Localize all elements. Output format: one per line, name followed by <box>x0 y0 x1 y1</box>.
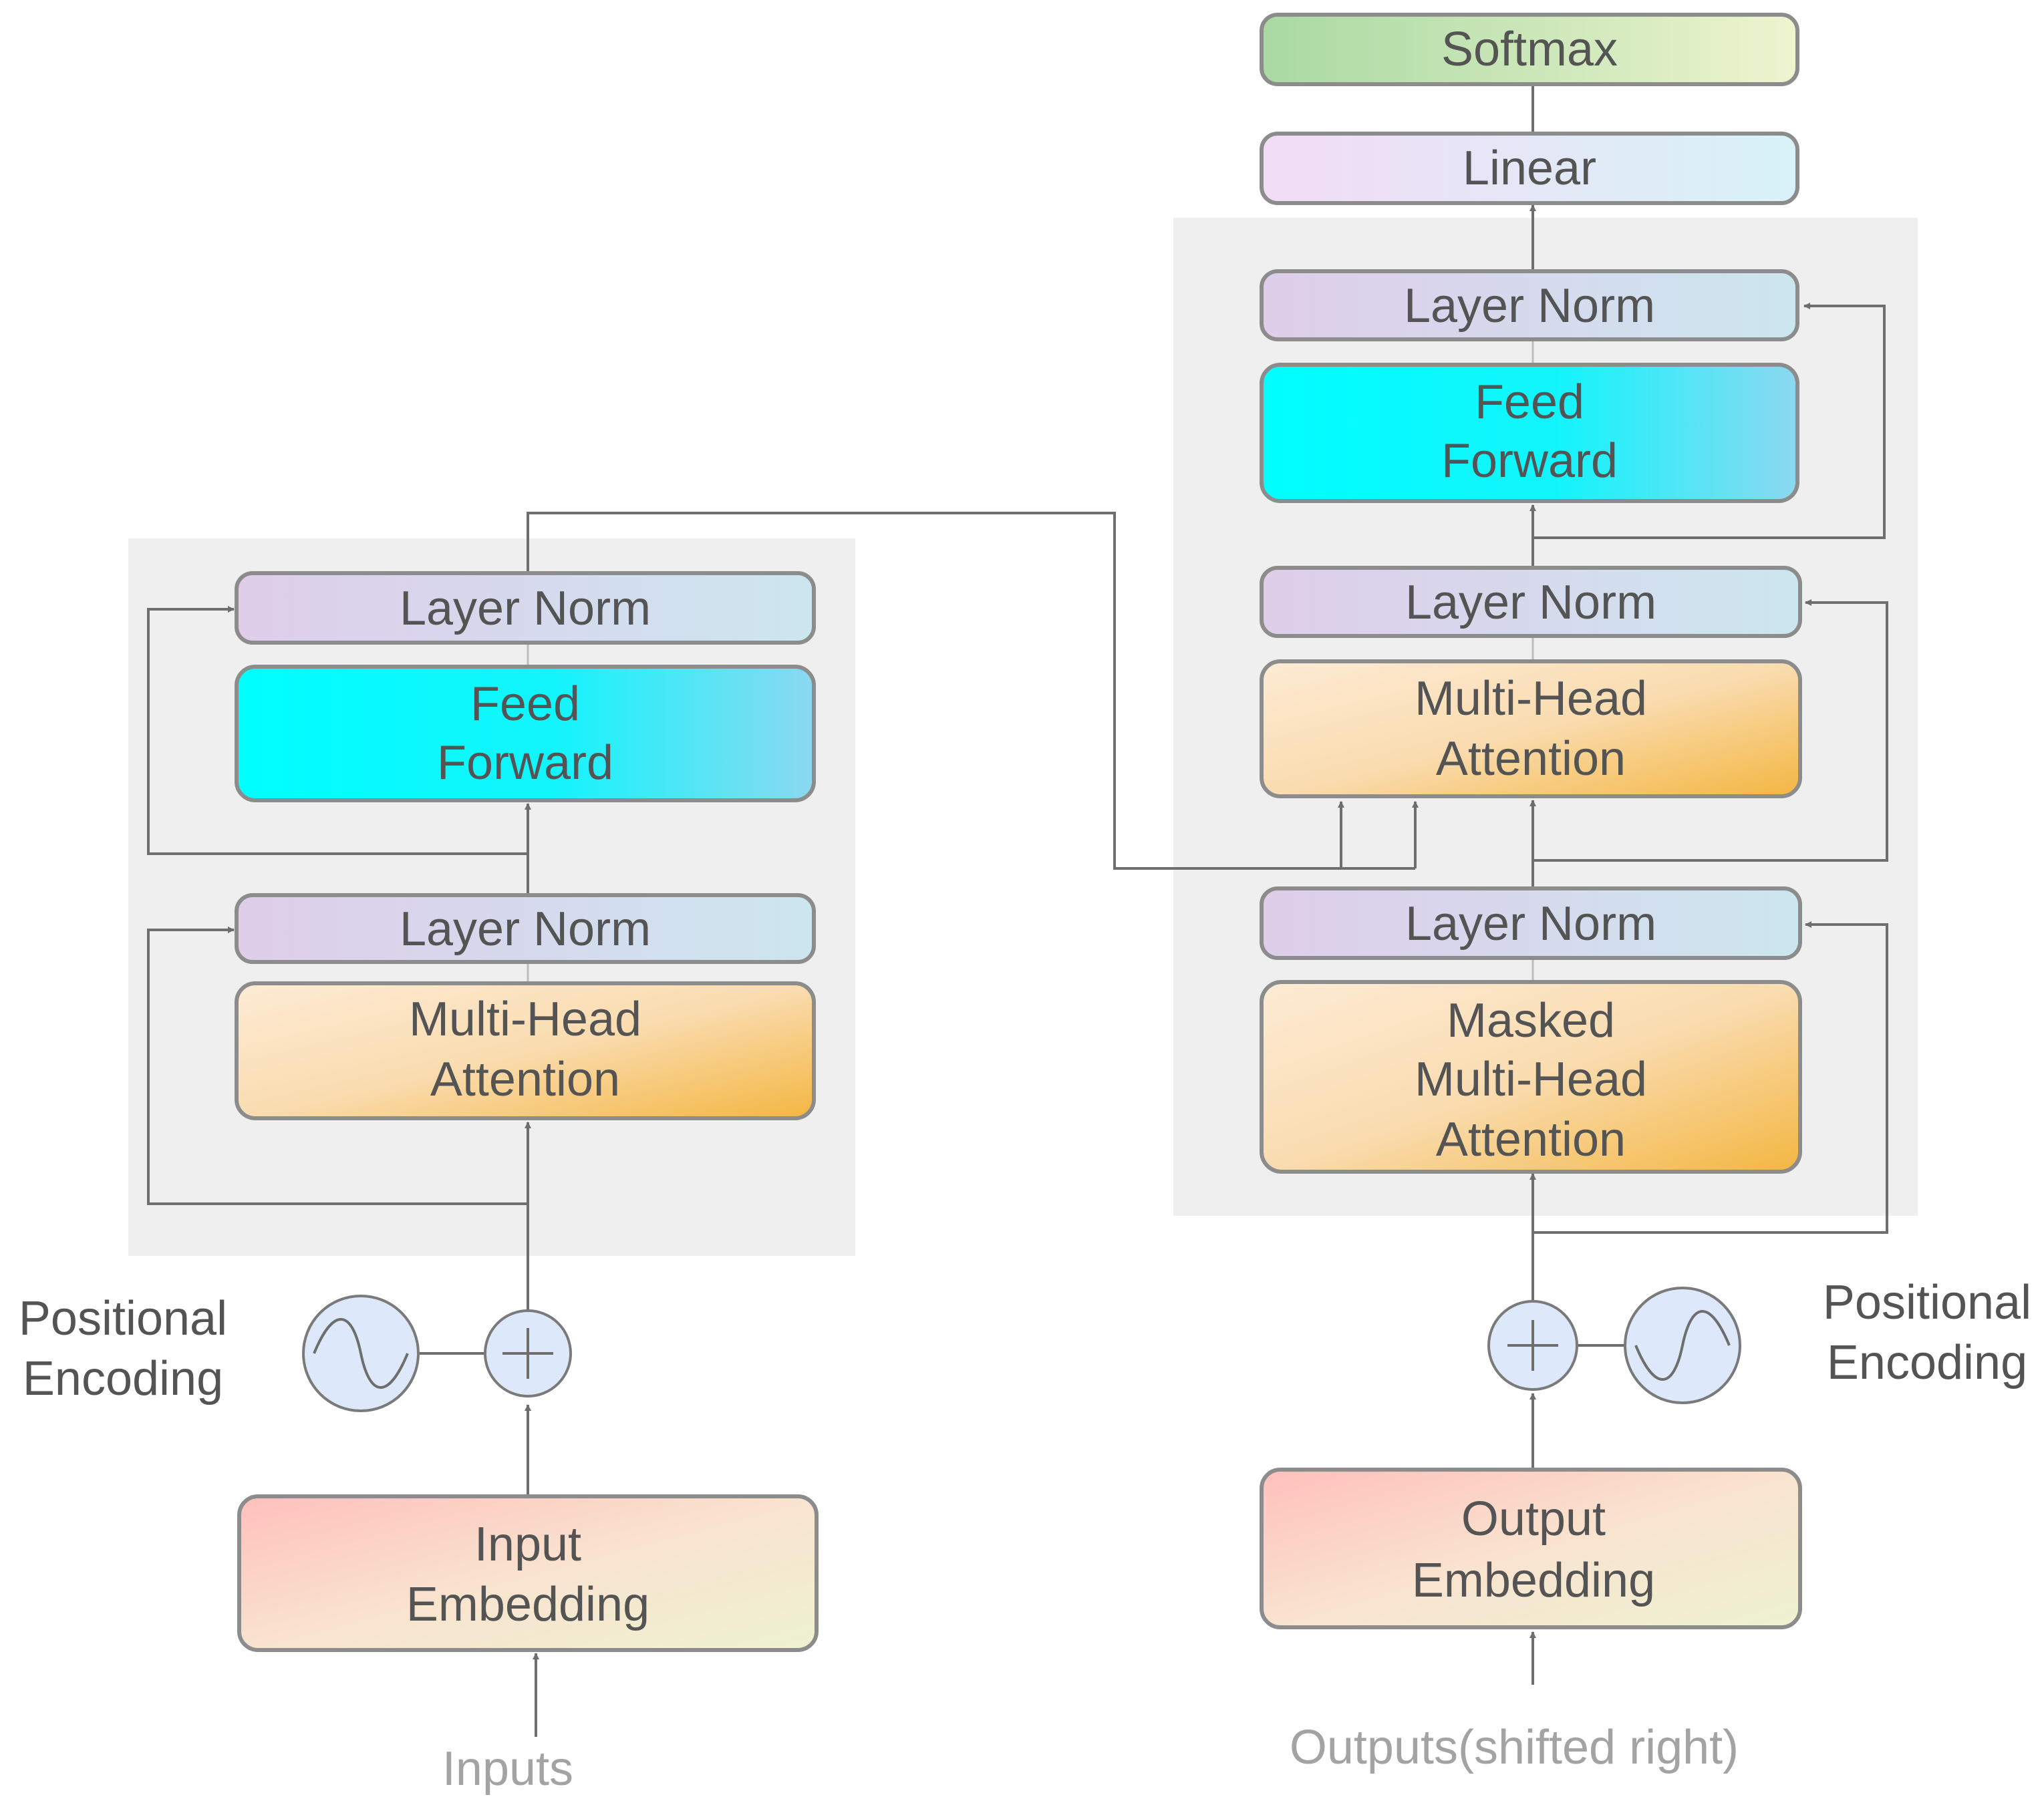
softmax-label: Softmax <box>1441 23 1618 76</box>
encoder-inputs-label: Inputs <box>442 1742 573 1796</box>
decoder-feed-forward: Feed Forward <box>1260 363 1799 503</box>
output-embedding-line-1: Output <box>1461 1492 1606 1546</box>
decoder-masked-multi-head-attention: Masked Multi-Head Attention <box>1260 980 1802 1174</box>
encoder-attention-line-1: Multi-Head <box>409 993 641 1046</box>
input-embedding-line-1: Input <box>474 1518 581 1571</box>
encoder-positional-encoding-line-1: Positional <box>19 1292 227 1345</box>
decoder-layer-norm-bottom: Layer Norm <box>1260 886 1802 960</box>
decoder-linear: Linear <box>1260 132 1799 205</box>
decoder-attention-line-2: Attention <box>1436 732 1626 786</box>
input-embedding-line-2: Embedding <box>406 1578 649 1631</box>
decoder-softmax: Softmax <box>1260 13 1799 86</box>
decoder-layer-norm-bottom-label: Layer Norm <box>1405 897 1656 951</box>
encoder-sine-icon <box>302 1295 420 1412</box>
encoder-multi-head-attention: Multi-Head Attention <box>235 981 816 1120</box>
encoder-layer-norm-bottom: Layer Norm <box>235 893 816 964</box>
encoder-layer-norm-top-label: Layer Norm <box>400 582 651 635</box>
decoder-positional-encoding-line-2: Encoding <box>1827 1336 2027 1389</box>
decoder-layer-norm-top: Layer Norm <box>1260 269 1799 341</box>
encoder-layer-norm-top: Layer Norm <box>235 571 816 645</box>
decoder-output-embedding: Output Embedding <box>1260 1468 1802 1629</box>
decoder-multi-head-attention: Multi-Head Attention <box>1260 659 1802 798</box>
decoder-layer-norm-middle-label: Layer Norm <box>1405 576 1656 629</box>
decoder-feed-forward-line-2: Forward <box>1441 434 1618 488</box>
decoder-attention-line-1: Multi-Head <box>1415 672 1647 725</box>
decoder-positional-encoding-line-1: Positional <box>1823 1276 2031 1329</box>
encoder-input-embedding: Input Embedding <box>237 1494 819 1652</box>
encoder-attention-line-2: Attention <box>430 1053 620 1106</box>
decoder-add-icon <box>1487 1300 1578 1391</box>
decoder-layer-norm-middle: Layer Norm <box>1260 566 1802 638</box>
masked-attention-line-2: Multi-Head <box>1415 1053 1647 1106</box>
encoder-positional-encoding-line-2: Encoding <box>23 1352 223 1406</box>
linear-label: Linear <box>1463 142 1596 195</box>
decoder-connections <box>1529 86 1888 1685</box>
encoder-connections <box>147 512 1419 1737</box>
masked-attention-line-1: Masked <box>1447 994 1615 1047</box>
encoder-add-icon <box>484 1309 572 1397</box>
encoder-feed-forward-line-1: Feed <box>470 677 580 731</box>
masked-attention-line-3: Attention <box>1436 1113 1626 1166</box>
encoder-layer-norm-bottom-label: Layer Norm <box>400 902 651 956</box>
decoder-feed-forward-line-1: Feed <box>1475 375 1584 429</box>
decoder-sine-icon <box>1624 1287 1741 1404</box>
decoder-layer-norm-top-label: Layer Norm <box>1404 279 1655 333</box>
output-embedding-line-2: Embedding <box>1412 1554 1655 1607</box>
decoder-outputs-label: Outputs(shifted right) <box>1290 1721 1739 1774</box>
encoder-feed-forward: Feed Forward <box>235 665 816 802</box>
encoder-feed-forward-line-2: Forward <box>437 736 613 790</box>
